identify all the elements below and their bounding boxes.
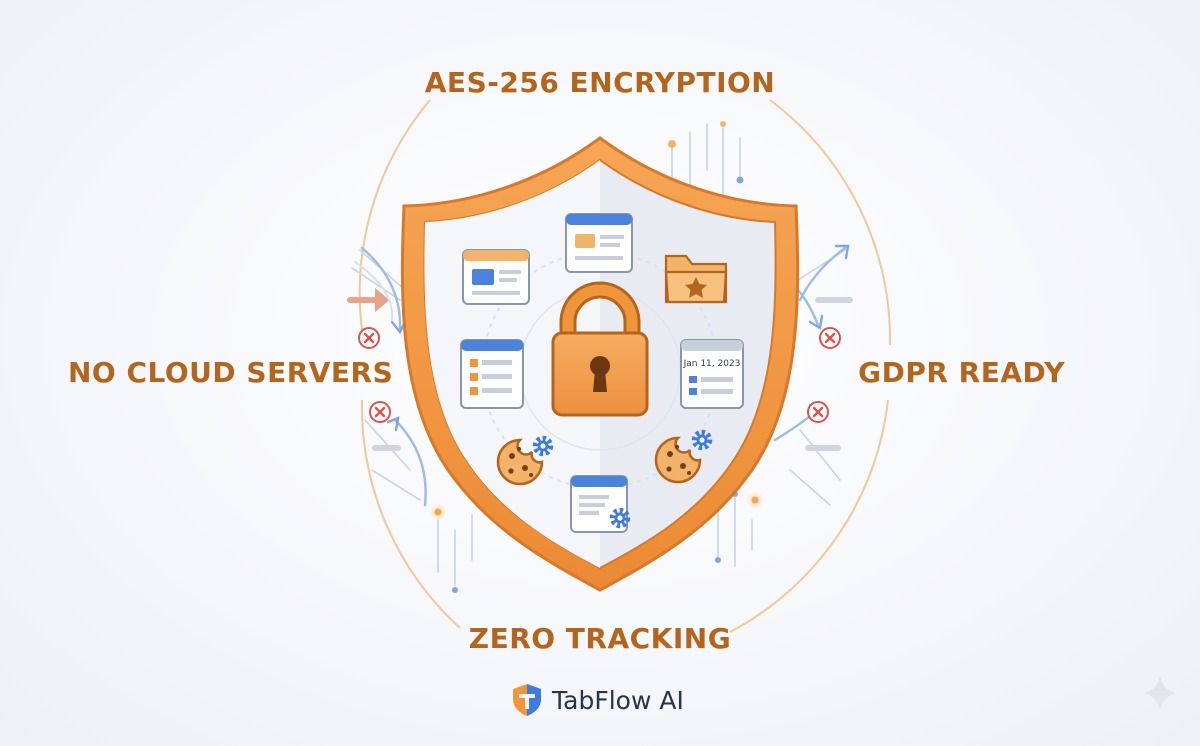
x-circle-icon	[806, 400, 830, 424]
brand-name: TabFlow AI	[552, 685, 684, 715]
brand-lockup: TabFlow AI	[512, 680, 684, 720]
gear-icon	[536, 439, 551, 454]
x-circle-icon	[357, 326, 381, 350]
calendar-date: Jan 11, 2023	[683, 359, 741, 369]
gear-icon	[695, 433, 710, 448]
list-window-icon	[460, 339, 524, 409]
sparkle-icon	[1144, 676, 1176, 710]
gear-icon	[613, 511, 628, 526]
feature-gdpr-ready: GDPR READY	[858, 356, 1065, 389]
star-folder-icon	[664, 254, 728, 304]
blocked-flow-left	[347, 246, 427, 507]
x-circle-icon	[818, 326, 842, 350]
x-circle-icon	[368, 400, 392, 424]
browser-window-icon	[565, 213, 633, 273]
feature-no-cloud-servers: NO CLOUD SERVERS	[68, 356, 394, 389]
tabflow-shield-logo-icon	[513, 684, 541, 716]
padlock-icon	[551, 281, 649, 417]
feature-zero-tracking: ZERO TRACKING	[468, 622, 732, 655]
calendar-window-icon: Jan 11, 2023	[680, 339, 744, 409]
feature-aes-encryption: AES-256 ENCRYPTION	[424, 66, 776, 99]
browser-window-icon	[462, 249, 530, 305]
